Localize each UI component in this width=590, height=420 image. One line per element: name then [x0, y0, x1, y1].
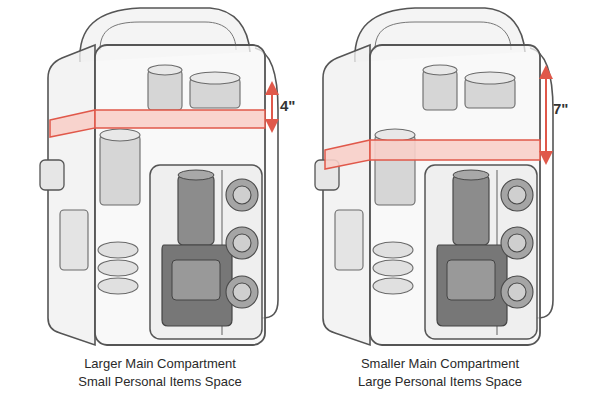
dimension-arrow [271, 88, 273, 126]
caption-line: Smaller Main Compartment [361, 356, 519, 371]
dimension-arrow [545, 72, 547, 158]
compartment-band [50, 110, 540, 169]
dimension-label: 4" [280, 97, 295, 114]
caption-line: Large Personal Items Space [358, 374, 522, 389]
caption-line: Small Personal Items Space [78, 374, 241, 389]
left-backpack [40, 8, 278, 345]
right-backpack [315, 8, 553, 345]
caption-line: Larger Main Compartment [84, 356, 236, 371]
dimension-label: 7" [553, 100, 568, 117]
